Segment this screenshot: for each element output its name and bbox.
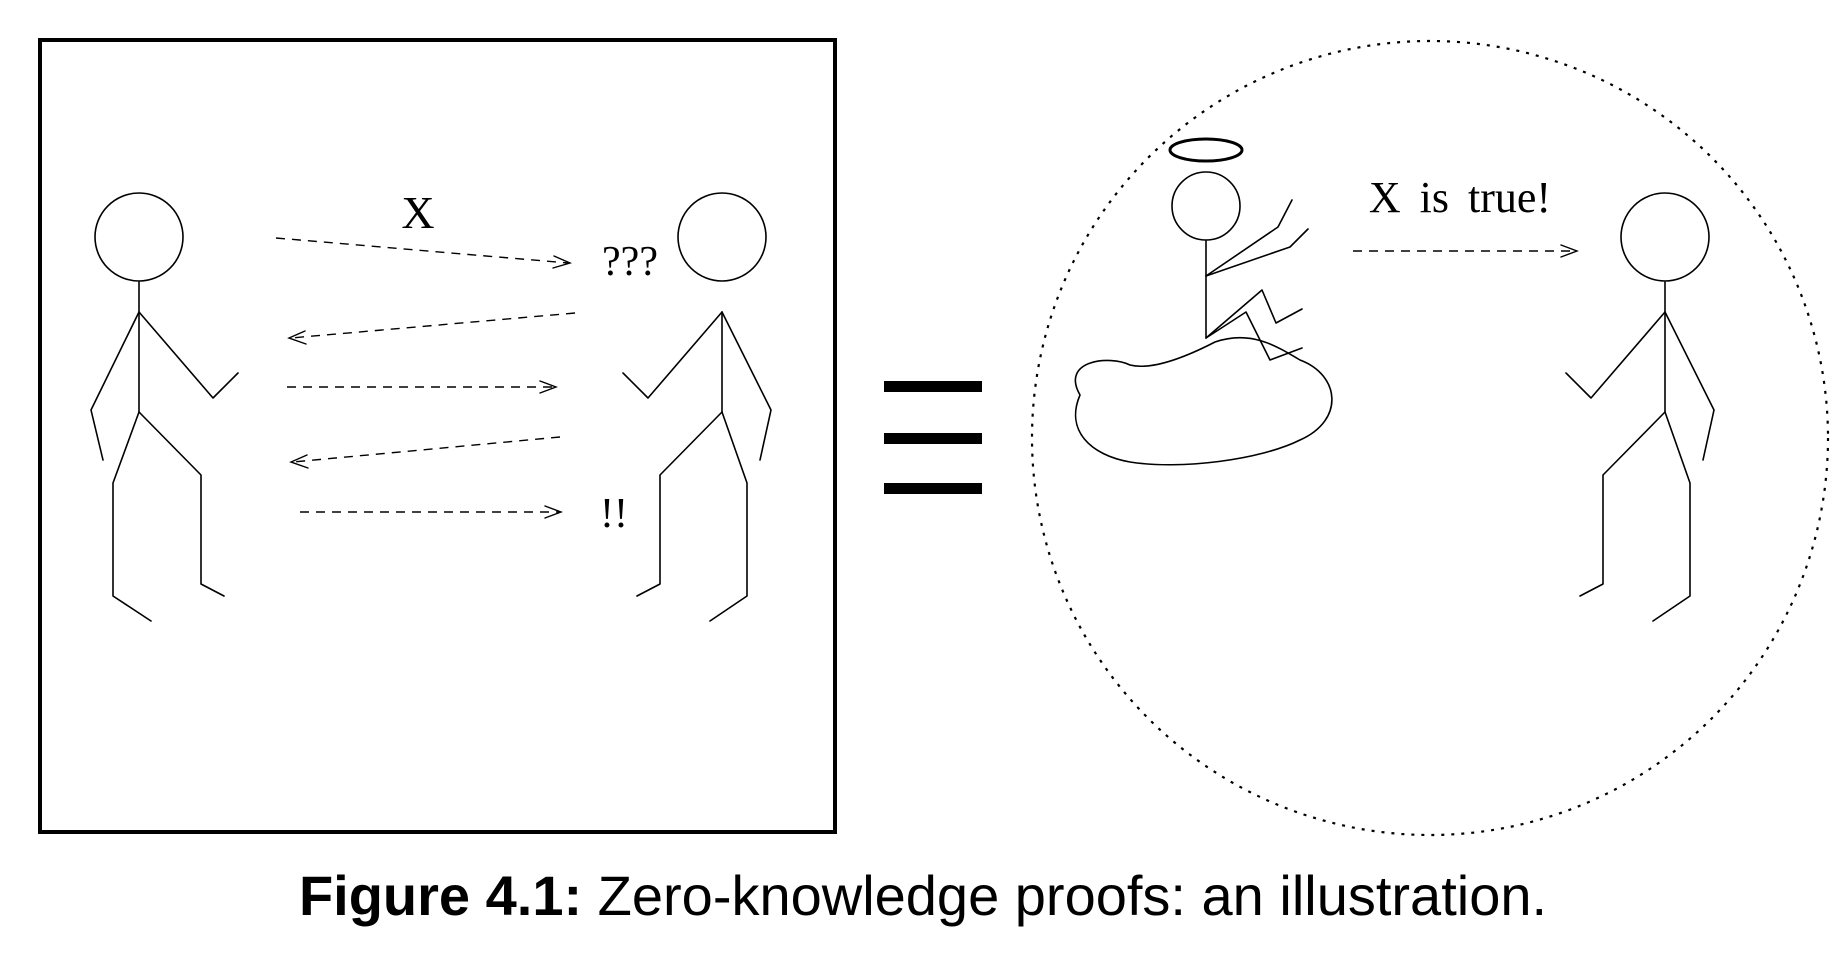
caption-text: Zero-knowledge proofs: an illustration. <box>597 864 1548 927</box>
message-arrow-1 <box>275 237 573 269</box>
equivalence-symbol: ≡ <box>884 381 982 494</box>
question-label: ??? <box>602 239 658 285</box>
oracle-figure <box>1171 171 1309 361</box>
message-arrow-4 <box>289 436 561 469</box>
caption-label: Figure 4.1: <box>298 864 583 927</box>
figure-caption: Figure 4.1: Zero-knowledge proofs: an il… <box>0 864 1846 928</box>
statement-label: X <box>401 187 434 238</box>
oracle-panel-circle <box>1030 39 1830 837</box>
interaction-panel: X ??? !! <box>38 38 837 834</box>
prover-figure <box>90 192 239 622</box>
interaction-panel-frame <box>38 38 837 834</box>
message-arrow-2 <box>287 312 576 345</box>
announcement-arrow <box>1353 244 1579 258</box>
cloud-shape <box>1074 336 1333 466</box>
announcement-label: X is true! <box>1369 173 1551 222</box>
conviction-label: !! <box>600 491 628 537</box>
message-arrow-5 <box>300 505 563 519</box>
verifier-figure <box>622 192 772 622</box>
message-arrow-3 <box>287 380 558 394</box>
listener-figure <box>1565 192 1715 622</box>
halo-icon <box>1168 137 1244 163</box>
oracle-panel: X is true! <box>1030 39 1830 837</box>
